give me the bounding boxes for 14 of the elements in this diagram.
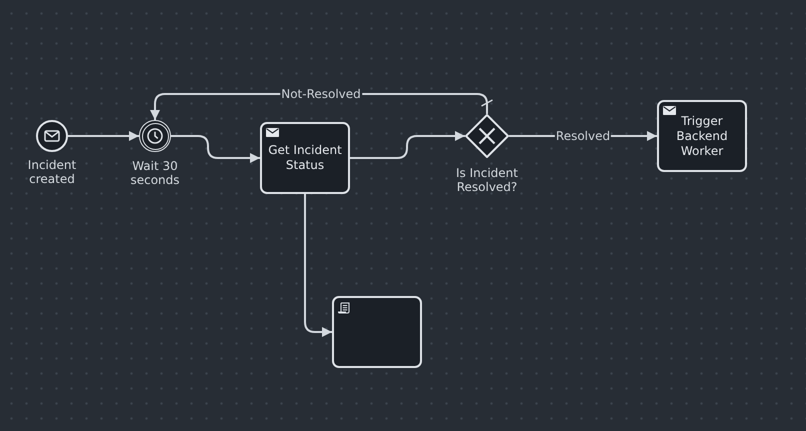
event-label: Is Incident Resolved?: [455, 166, 519, 194]
edge-label: Not-Resolved: [280, 87, 362, 101]
task-box: [260, 122, 350, 194]
event-label: Wait 30 seconds: [129, 159, 181, 187]
flow-arrow: [350, 131, 465, 159]
event-label: Incident created: [26, 158, 78, 186]
flow-arrow: [304, 194, 332, 337]
task-label: Trigger Backend Worker: [675, 114, 729, 158]
task-box: [657, 100, 747, 172]
edge-label: Resolved: [554, 129, 612, 143]
flow-arrow: [68, 131, 139, 141]
task-box: [332, 296, 422, 368]
flow-arrow: [171, 135, 260, 163]
task-label: Get Incident Status: [267, 143, 343, 173]
